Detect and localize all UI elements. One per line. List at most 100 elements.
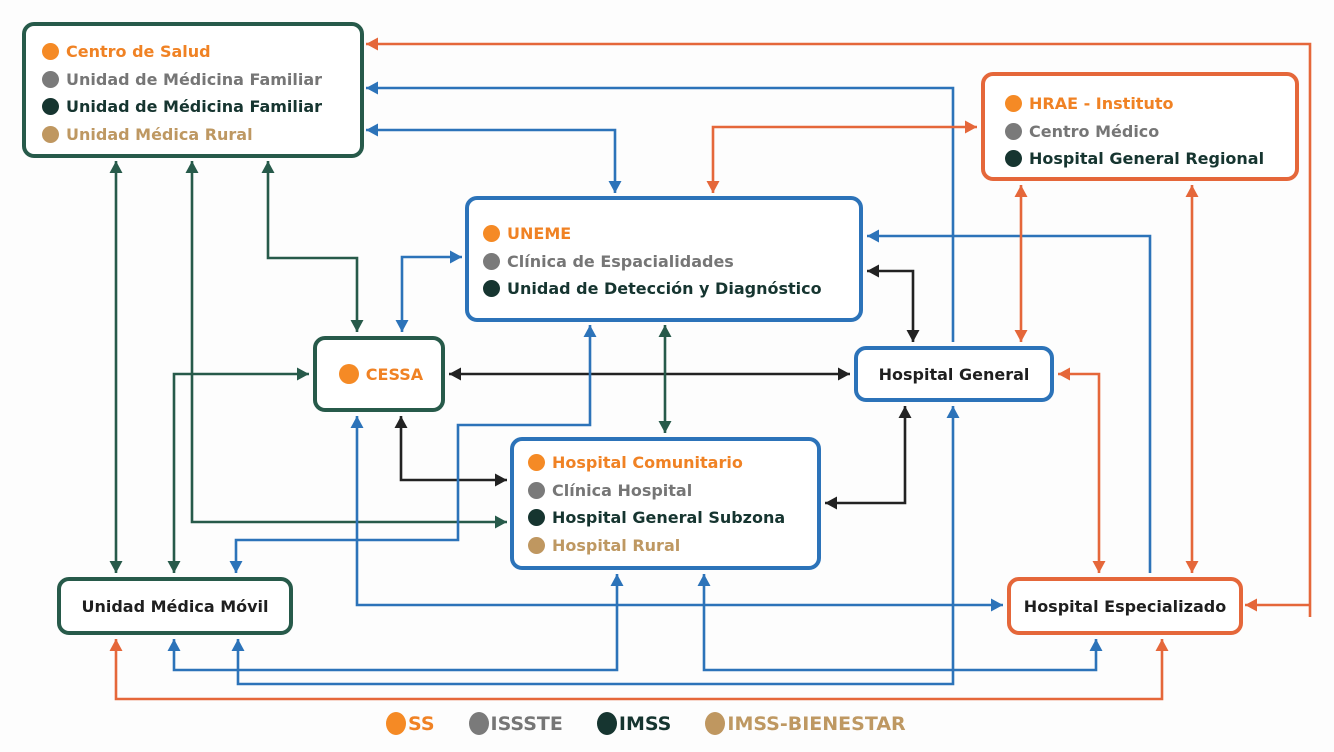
arrowhead-icon [366, 37, 378, 51]
node-primer-nivel[interactable]: Centro de Salud Unidad de Médicina Famil… [22, 22, 364, 158]
arrowhead-icon [109, 161, 123, 173]
connection-line [355, 416, 1003, 607]
arrowhead-icon [608, 181, 622, 193]
arrowhead-icon [1185, 185, 1199, 197]
arrowhead-icon [1089, 639, 1103, 651]
legend-item-ss: SS [386, 712, 435, 735]
item-label: Hospital General Subzona [552, 508, 786, 528]
arrowhead-icon [229, 561, 243, 573]
arrowhead-icon [991, 598, 1003, 612]
arrowhead-icon [366, 81, 378, 95]
legend-label: IMSS-BIENESTAR [727, 712, 906, 735]
node-item: CESSA [317, 340, 441, 408]
item-label: CESSA [365, 364, 424, 384]
arrowhead-icon [350, 320, 364, 332]
item-label: Unidad Médica Rural [66, 124, 253, 144]
connection-line [1058, 372, 1101, 573]
connection-line [867, 234, 1152, 573]
node-item: Unidad de Médicina Familiar [42, 66, 360, 94]
connection-line [825, 406, 907, 505]
arrowhead-icon [1092, 561, 1106, 573]
arrowhead-icon [583, 325, 597, 337]
issste-dot-icon [42, 70, 59, 88]
node-item: UNEME [483, 220, 859, 248]
ss-dot-icon [338, 364, 359, 384]
issste-dot-icon [528, 481, 545, 499]
arrowhead-icon [185, 161, 199, 173]
node-item: Clínica Hospital [528, 477, 817, 505]
imss-bienestar-dot-icon [705, 712, 726, 735]
arrowhead-icon [231, 639, 245, 651]
ss-dot-icon [483, 225, 500, 243]
connection-line [867, 269, 915, 342]
ss-dot-icon [1005, 95, 1022, 113]
node-uneme[interactable]: UNEME Clínica de Espacialidades Unidad d… [465, 196, 863, 322]
connection-line [190, 161, 507, 524]
legend-label: IMSS [618, 712, 672, 735]
arrowhead-icon [658, 325, 672, 337]
arrowhead-icon [366, 123, 378, 137]
arrowhead-icon [825, 496, 837, 510]
node-hospital-especializado[interactable]: Hospital Especializado [1007, 577, 1243, 635]
node-item: Clínica de Espacialidades [483, 248, 859, 276]
imss-bienestar-dot-icon [528, 536, 545, 554]
item-label: Centro Médico [1029, 121, 1160, 141]
arrowhead-icon [706, 181, 720, 193]
arrowhead-icon [610, 574, 624, 586]
arrowhead-icon [495, 473, 507, 487]
connection-line [366, 42, 1312, 617]
imss-dot-icon [483, 280, 500, 298]
connection-line [234, 325, 592, 573]
item-label: Hospital Comunitario [552, 453, 743, 473]
arrowhead-icon [450, 250, 462, 264]
imss-bienestar-dot-icon [42, 125, 59, 143]
imss-dot-icon [1005, 150, 1022, 168]
connection-line [366, 128, 617, 193]
node-item: Hospital General Regional [1005, 145, 1295, 173]
imss-dot-icon [596, 712, 617, 735]
node-unidad-medica-movil[interactable]: Unidad Médica Móvil [57, 577, 293, 635]
connection-line [236, 406, 955, 686]
issste-dot-icon [468, 712, 489, 735]
arrowhead-icon [109, 561, 123, 573]
node-item: HRAE - Instituto [1005, 90, 1295, 118]
node-cessa[interactable]: CESSA [313, 336, 445, 412]
node-item: Unidad Médica Rural [42, 121, 360, 149]
node-hrae[interactable]: HRAE - Instituto Centro Médico Hospital … [981, 72, 1299, 181]
connection-line [702, 574, 1098, 672]
arrowhead-icon [1185, 561, 1199, 573]
node-item: Unidad de Detección y Diagnóstico [483, 275, 859, 303]
node-item: Centro de Salud [42, 38, 360, 66]
arrowhead-icon [297, 367, 309, 381]
arrowhead-icon [1245, 598, 1257, 612]
issste-dot-icon [483, 252, 500, 270]
item-label: HRAE - Instituto [1029, 94, 1174, 114]
node-hospital-general[interactable]: Hospital General [854, 346, 1054, 402]
legend: SS ISSSTE IMSS IMSS-BIENESTAR [386, 712, 940, 735]
node-hospital-comunitario[interactable]: Hospital Comunitario Clínica Hospital Ho… [510, 437, 821, 570]
arrowhead-icon [394, 416, 408, 428]
ss-dot-icon [386, 712, 406, 735]
arrowhead-icon [1058, 367, 1070, 381]
connection-line [366, 86, 955, 342]
arrowhead-icon [395, 320, 409, 332]
connection-line [266, 161, 359, 332]
arrowhead-icon [697, 574, 711, 586]
legend-item-issste: ISSSTE [468, 712, 563, 735]
arrowhead-icon [906, 330, 920, 342]
arrowhead-icon [867, 229, 879, 243]
issste-dot-icon [1005, 122, 1022, 140]
arrowhead-icon [1014, 185, 1028, 197]
legend-item-imss-bienestar: IMSS-BIENESTAR [705, 712, 906, 735]
node-label: Hospital General [878, 364, 1030, 384]
connection-line [400, 255, 462, 332]
arrowhead-icon [261, 161, 275, 173]
item-label: UNEME [507, 224, 572, 244]
item-label: Hospital Rural [552, 535, 681, 555]
arrowhead-icon [898, 406, 912, 418]
item-label: Clínica de Espacialidades [507, 251, 734, 271]
ss-dot-icon [42, 43, 59, 61]
arrowhead-icon [350, 416, 364, 428]
arrowhead-icon [167, 561, 181, 573]
